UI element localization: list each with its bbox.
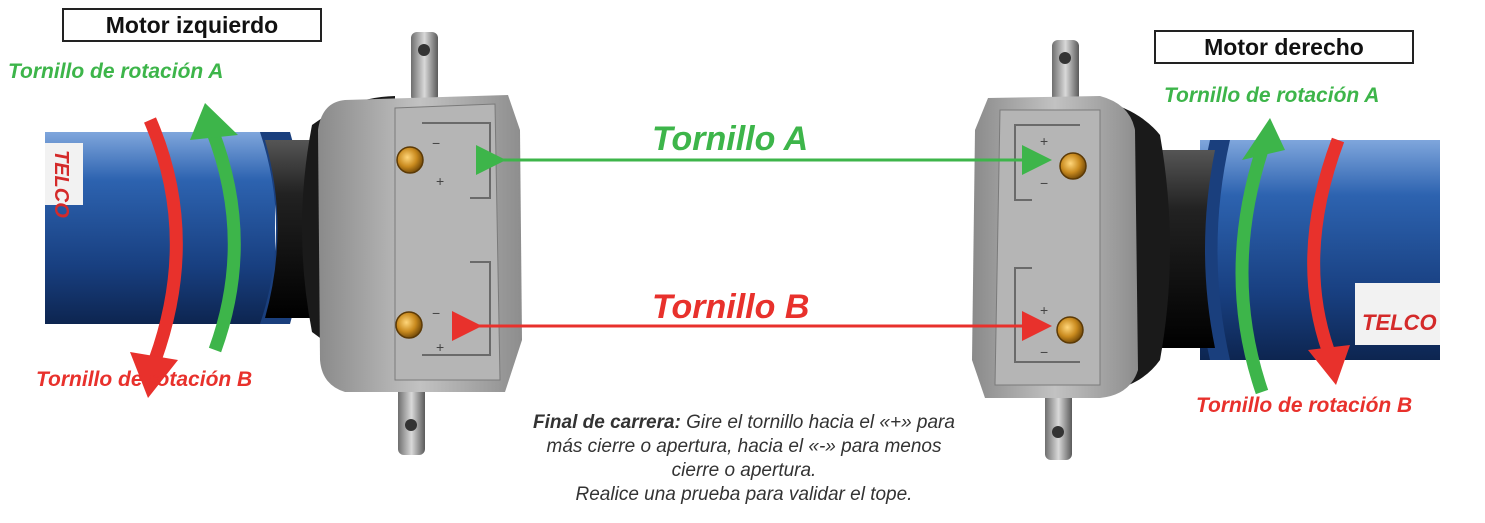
left-rod-top-hole (418, 44, 430, 56)
right-rotation-b-label: Tornillo de rotación B (1196, 394, 1413, 417)
note-line-2: más cierre o apertura, hacia el «-» para… (546, 436, 942, 457)
left-brand-text: TELCO (50, 150, 72, 218)
note-line-4: Realice una prueba para validar el tope. (575, 484, 913, 505)
left-bottom-minus: − (432, 305, 440, 321)
screw-b-label: Tornillo B (652, 288, 810, 326)
screw-a-label: Tornillo A (652, 120, 809, 158)
left-rod-bottom-hole (405, 419, 417, 431)
left-rod-top (411, 32, 438, 102)
right-rotation-b-arrow (1307, 137, 1345, 353)
left-bottom-plus: + (436, 339, 444, 355)
limit-switch-note: Final de carrera: Gire el tornillo hacia… (444, 411, 1044, 507)
left-rotation-b-arrow (144, 117, 183, 363)
note-line-1: Final de carrera: Gire el tornillo hacia… (444, 411, 1044, 435)
right-rotation-a-label: Tornillo de rotación A (1164, 84, 1380, 107)
note-heading: Final de carrera: (533, 412, 681, 433)
right-rotation-a-arrow (1235, 148, 1269, 395)
right-rotation-a-arrowhead (1242, 118, 1285, 160)
right-rod-top-hole (1059, 52, 1071, 64)
right-bottom-minus: − (1040, 344, 1048, 360)
right-rod-bottom-hole (1052, 426, 1064, 438)
right-bottom-plus: + (1040, 302, 1048, 318)
left-screw-a (396, 146, 424, 174)
left-rotation-a-label: Tornillo de rotación A (8, 60, 224, 83)
left-rotation-a-arrowhead (190, 103, 238, 140)
left-rotation-a-arrow (205, 127, 241, 353)
left-screw-b (395, 311, 423, 339)
right-rotation-b-arrowhead (1308, 345, 1350, 385)
left-top-minus: − (432, 135, 440, 151)
left-slot-bottom (422, 261, 491, 356)
right-motor-label: Motor derecho (1154, 30, 1414, 64)
left-brand-sticker (45, 143, 83, 205)
left-motor-label: Motor izquierdo (62, 8, 322, 42)
right-top-minus: − (1040, 175, 1048, 191)
right-rod-top (1052, 40, 1079, 108)
left-rotation-b-arrowhead (130, 352, 178, 398)
right-screw-a (1059, 152, 1087, 180)
right-brand-sticker (1355, 283, 1440, 345)
note-line-3: cierre o apertura. (671, 460, 817, 481)
left-rotation-b-label: Tornillo de rotación B (36, 368, 253, 391)
right-screw-b (1056, 316, 1084, 344)
right-top-plus: + (1040, 133, 1048, 149)
note-text-1: Gire el tornillo hacia el «+» para (680, 412, 955, 433)
left-top-plus: + (436, 173, 444, 189)
right-rod-bottom (1045, 392, 1072, 460)
right-brand-text: TELCO (1362, 310, 1437, 335)
